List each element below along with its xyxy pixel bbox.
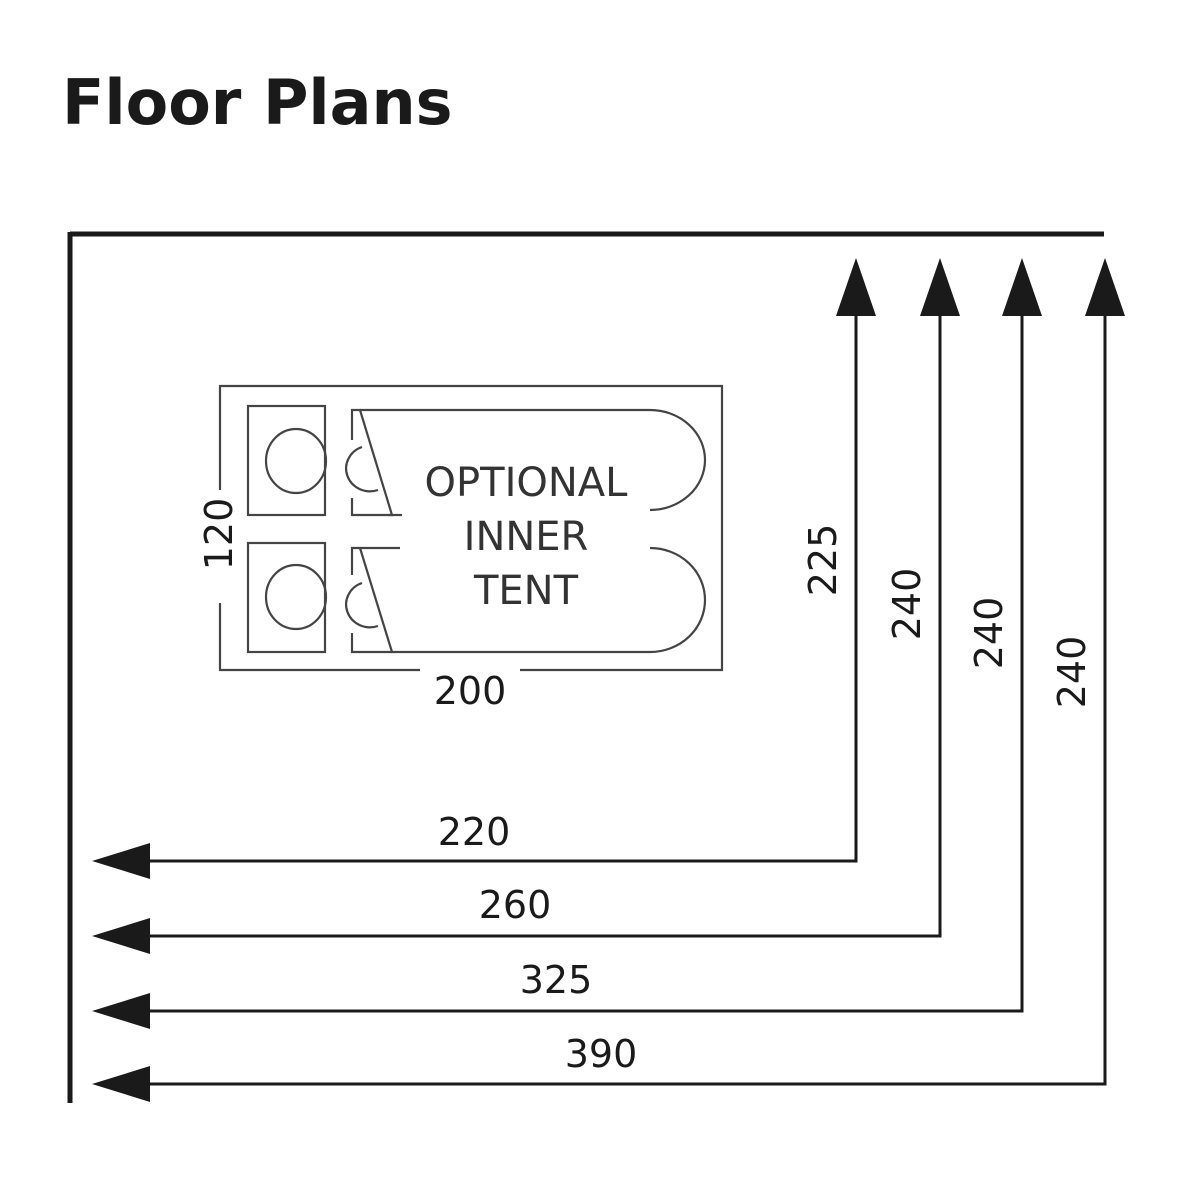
head-icon	[264, 427, 328, 495]
arrowhead-left-icon	[92, 993, 150, 1029]
dimension-line-4	[92, 258, 1125, 1102]
pillow-area	[246, 541, 327, 654]
arrowhead-left-icon	[92, 1066, 150, 1102]
pillow-area	[246, 404, 327, 517]
inner-tent-depth-label: 120	[197, 498, 241, 571]
inner-tent-width-label: 200	[434, 669, 507, 713]
width-label: 390	[565, 1032, 638, 1076]
page-title: Floor Plans	[62, 66, 453, 139]
depth-label: 240	[967, 597, 1011, 670]
arrowhead-up-icon	[1002, 258, 1042, 316]
arrowhead-up-icon	[920, 258, 960, 316]
inner-tent-label-line-3: TENT	[473, 568, 579, 614]
width-label: 220	[438, 810, 511, 854]
inner-tent-label-line-1: OPTIONAL	[425, 460, 629, 506]
width-label: 325	[520, 958, 593, 1002]
head-icon	[264, 563, 328, 631]
inner-tent: OPTIONAL INNER TENT 200 120	[197, 384, 724, 713]
arrowhead-left-icon	[92, 918, 150, 954]
sleeping-berth-top	[246, 404, 707, 517]
sleeping-berth-bottom	[246, 541, 707, 654]
head-icon	[345, 581, 379, 629]
arrowhead-left-icon	[92, 843, 150, 879]
dimension-line-3	[92, 258, 1042, 1029]
arrowhead-up-icon	[836, 258, 876, 316]
dimension-line-2	[92, 258, 960, 954]
inner-tent-label-line-2: INNER	[464, 514, 589, 560]
dimension-line-1	[92, 258, 876, 879]
width-label: 260	[479, 883, 552, 927]
depth-label: 240	[885, 568, 929, 641]
depth-label: 240	[1050, 636, 1094, 709]
depth-label: 225	[801, 524, 845, 597]
arrowhead-up-icon	[1085, 258, 1125, 316]
head-icon	[345, 445, 379, 493]
